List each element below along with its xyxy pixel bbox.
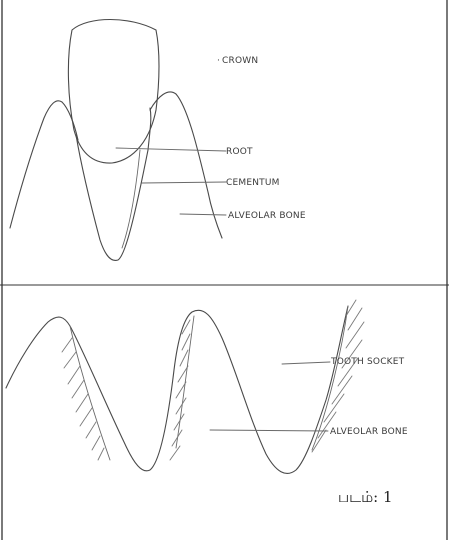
alveolar-ridge-outline — [5, 305, 349, 474]
alveolar-bone-right-outline — [149, 91, 223, 239]
alveolar-bone-leader-line-bottom — [209, 429, 329, 432]
crown-label: CROWN — [222, 56, 258, 66]
alveolar-bone-label-bottom: ALVEOLAR BONE — [330, 427, 408, 437]
cementum-leader-line — [141, 181, 227, 184]
tooth-socket-label: TOOTH SOCKET — [330, 357, 405, 367]
alveolar-bone-left-outline — [9, 100, 79, 229]
alveolar-bone-top — [9, 91, 223, 239]
socket-drawing — [5, 305, 349, 474]
crown-outline — [67, 18, 160, 164]
hatching-middle — [169, 319, 191, 461]
tooth-drawing — [67, 18, 160, 262]
hatching-left — [61, 337, 105, 461]
hatching-right — [311, 299, 365, 453]
root-outline — [75, 107, 152, 262]
alveolar-bone-label-top: ALVEOLAR BONE — [228, 211, 306, 221]
root-label: ROOT — [226, 147, 253, 157]
socket-inner-line-far-right — [311, 305, 349, 451]
alveolar-bone-leader-line-top — [179, 213, 227, 216]
cementum-line — [121, 149, 141, 249]
socket-inner-line-left — [69, 325, 111, 461]
tooth-socket-leader-line — [281, 361, 331, 365]
crown-label-text: CROWN — [222, 56, 258, 66]
figure-caption: படம்: 1 — [338, 488, 393, 506]
cementum-label: CEMENTUM — [226, 178, 280, 188]
crown-label-dot: · — [217, 56, 220, 66]
root-leader-line — [115, 147, 227, 152]
socket-inner-line-right — [175, 315, 195, 449]
